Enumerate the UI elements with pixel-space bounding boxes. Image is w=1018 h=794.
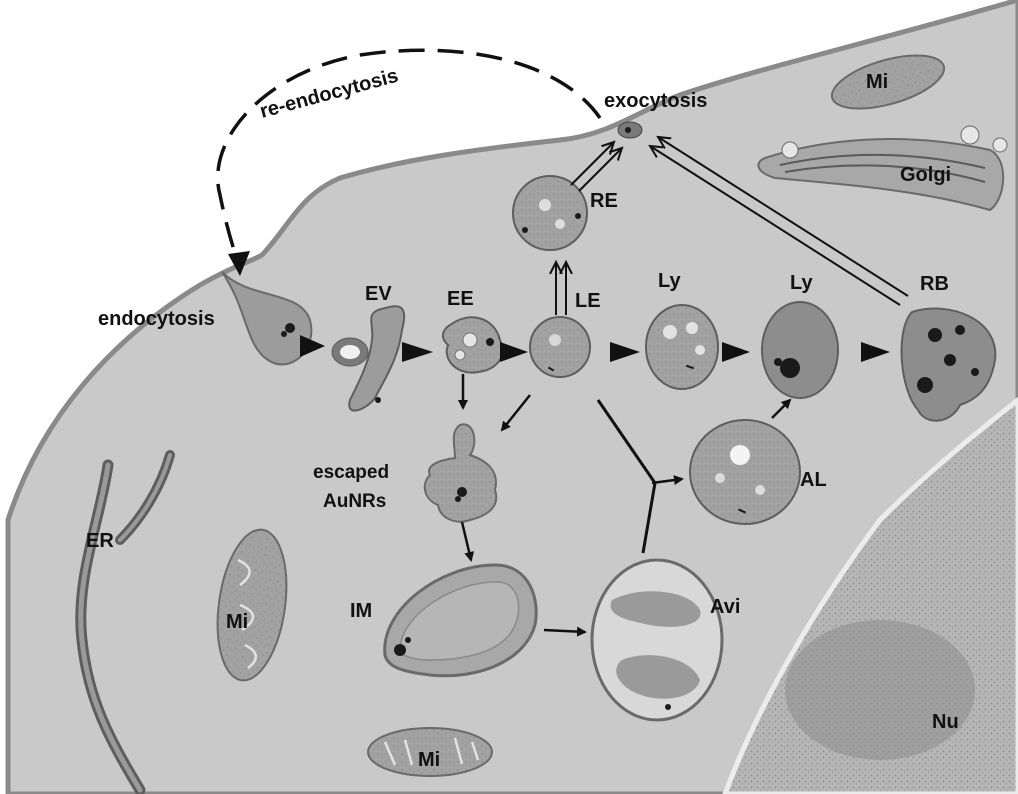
label-re-endocytosis: re-endocytosis: [258, 65, 401, 123]
label-er: ER: [86, 530, 114, 552]
label-avi: Avi: [710, 596, 740, 618]
recycling-endosome: [513, 176, 587, 250]
label-ly-2: Ly: [790, 272, 813, 294]
label-escaped: escaped: [313, 462, 389, 483]
label-ee: EE: [447, 288, 474, 310]
label-im: IM: [350, 600, 372, 622]
label-exocytosis: exocytosis: [604, 90, 707, 112]
label-re: RE: [590, 190, 618, 212]
label-mi-top: Mi: [866, 71, 888, 93]
nucleolus: [785, 620, 975, 760]
lysosome-1: [646, 305, 718, 389]
label-rb: RB: [920, 273, 949, 295]
label-endocytosis: endocytosis: [98, 308, 215, 330]
autophagic-vacuole: [592, 560, 722, 720]
label-mi-bottom: Mi: [418, 749, 440, 771]
label-mi-left: Mi: [226, 611, 248, 633]
label-aunrs: AuNRs: [323, 491, 386, 512]
label-al: AL: [800, 469, 827, 491]
lysosome-2: [762, 302, 838, 398]
autolysosome: [690, 420, 800, 524]
vesicle-small: [332, 338, 368, 366]
label-le: LE: [575, 290, 601, 312]
exocytosis-vesicle: [618, 122, 642, 138]
label-nu: Nu: [932, 711, 959, 733]
label-ly-1: Ly: [658, 270, 681, 292]
label-ev: EV: [365, 283, 392, 305]
early-endosome: [443, 317, 503, 372]
late-endosome: [530, 317, 590, 377]
label-golgi: Golgi: [900, 164, 951, 186]
